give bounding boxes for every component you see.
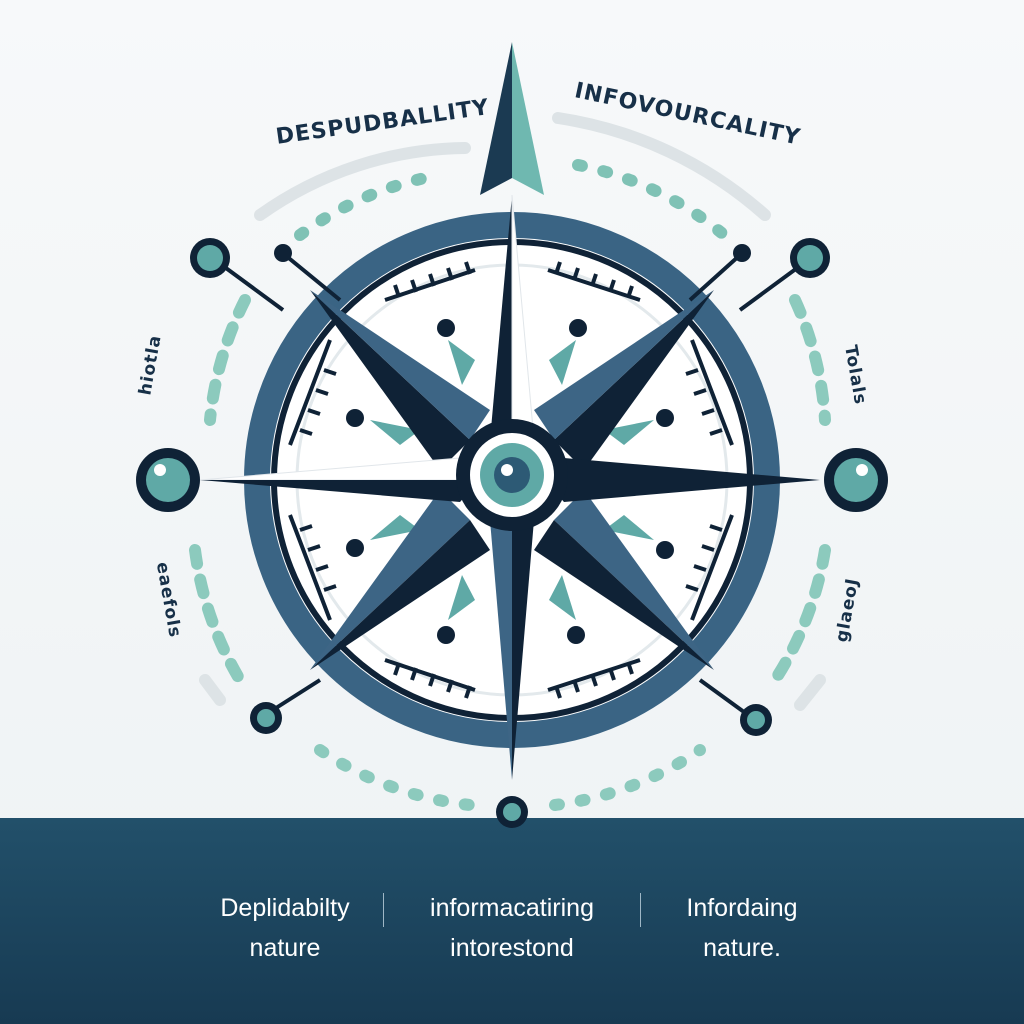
dots-bottom-left <box>314 744 476 811</box>
pin-knobs <box>136 238 888 828</box>
tick-marks <box>288 261 734 699</box>
column-3-line-2: nature. <box>703 934 781 962</box>
column-1-line-1: Deplidabilty <box>220 894 350 922</box>
dots-top-right <box>572 159 736 246</box>
column-2-line-1: informacatiring <box>430 894 594 922</box>
bottom-column-2: informacatiring intorestond <box>392 888 632 968</box>
north-arrow-icon <box>480 42 544 195</box>
diagonal-points <box>310 290 714 670</box>
column-2-line-2: intorestond <box>450 934 574 962</box>
arc-top-left <box>254 142 471 221</box>
bottom-column-1: Deplidabilty nature <box>165 888 405 968</box>
dots-bottom-right <box>549 744 706 811</box>
arc-top-right <box>552 112 771 221</box>
bottom-band <box>0 818 1024 1024</box>
dashes-left-upper <box>204 294 251 426</box>
dashes-left-lower <box>189 544 246 686</box>
divider <box>640 893 641 927</box>
column-3-line-1: Infordaing <box>686 894 798 922</box>
dashes-right-upper <box>789 294 831 426</box>
dots-top-left <box>294 169 446 241</box>
bottom-column-3: Infordaing nature. <box>622 888 862 968</box>
divider <box>383 893 384 927</box>
dashes-right-lower <box>769 544 831 686</box>
column-1-line-2: nature <box>249 934 321 962</box>
cardinal-points <box>199 194 820 780</box>
